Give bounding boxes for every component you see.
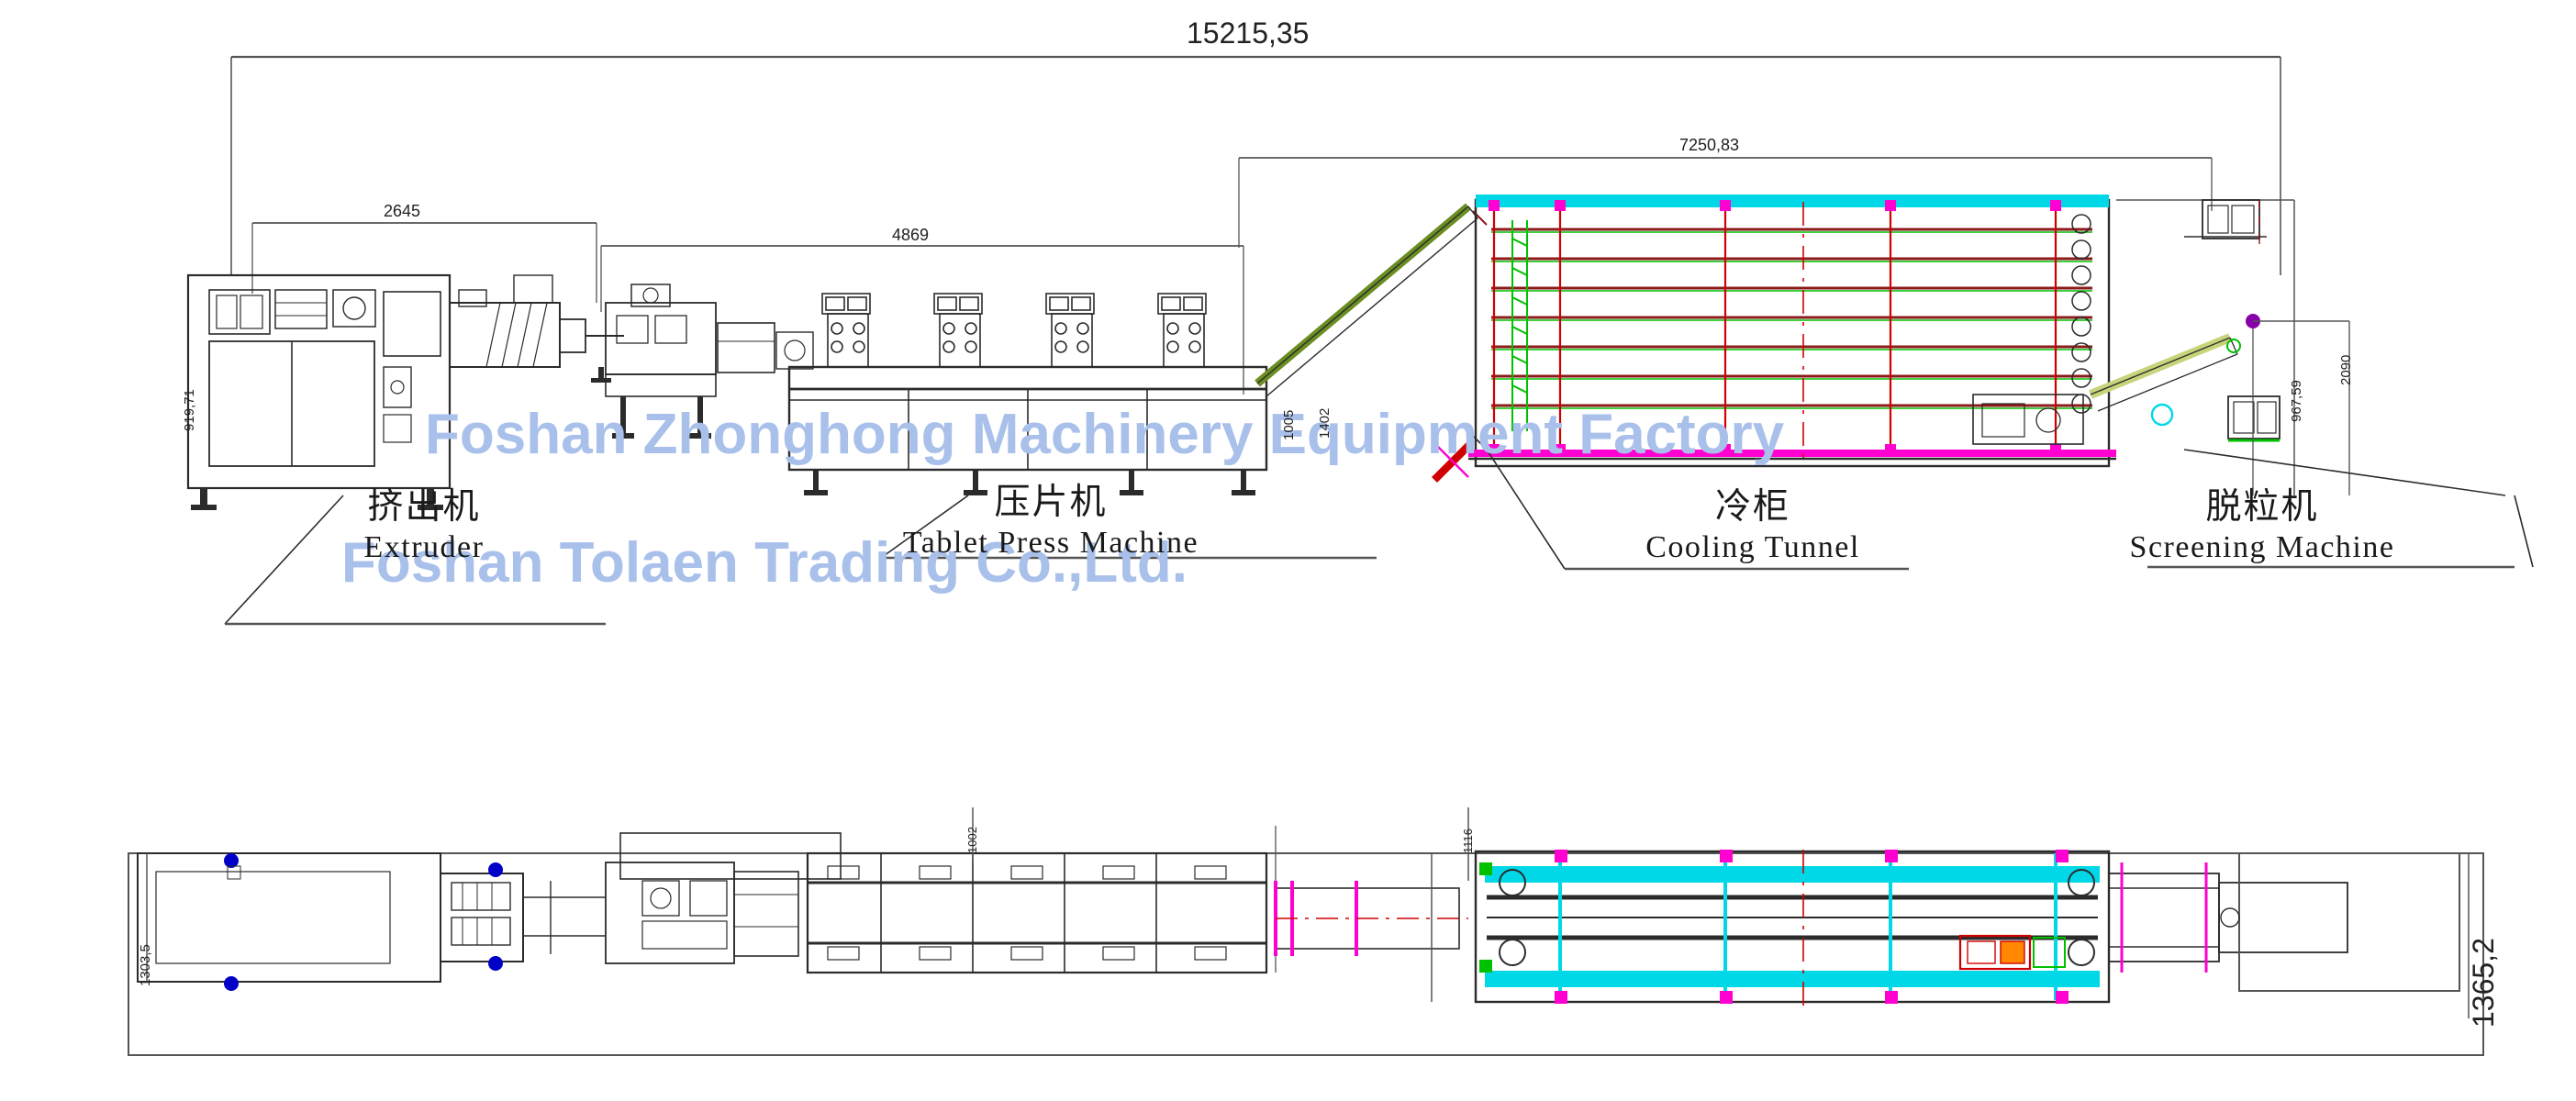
dimension-tablet-press-length: 4869 bbox=[892, 226, 930, 244]
screening-machine-elevation bbox=[2089, 199, 2350, 495]
machine-label-screening-machine-en: Screening Machine bbox=[2129, 530, 2395, 564]
extruder-dimension-line bbox=[251, 222, 597, 303]
extruder-elevation bbox=[186, 273, 624, 510]
machine-label-extruder: 挤出机 Extruder bbox=[296, 486, 552, 567]
dimension-extruder-height: 919,71 bbox=[182, 389, 197, 431]
dimension-plan-height-a: 1002 bbox=[965, 827, 979, 853]
dimension-extruder-length: 2645 bbox=[384, 202, 421, 220]
plan-cooling-tunnel bbox=[1474, 850, 2111, 1006]
plan-extruder bbox=[137, 852, 606, 991]
plan-view-outer-frame bbox=[128, 852, 2484, 1056]
cooling-tunnel-dimension-line bbox=[1238, 157, 2213, 248]
machine-label-extruder-cn: 挤出机 bbox=[367, 487, 481, 527]
cooling-tunnel-elevation bbox=[1468, 195, 2116, 468]
machine-label-cooling-tunnel-cn: 冷柜 bbox=[1714, 487, 1790, 527]
dimension-plan-right-width: 1365,2 bbox=[2467, 938, 2500, 1028]
cooling-tunnel-leader bbox=[1431, 430, 1909, 571]
machine-label-cooling-tunnel-en: Cooling Tunnel bbox=[1645, 530, 1860, 564]
plan-screening-machine bbox=[2108, 852, 2460, 992]
machine-label-tablet-press: 压片机 Tablet Press Machine bbox=[812, 482, 1289, 562]
overall-dimension-line bbox=[230, 55, 2281, 275]
plan-tablet-press bbox=[605, 826, 1277, 974]
dimension-plan-left-width: 1303,5 bbox=[138, 944, 153, 986]
dimension-overall-length: 15215,35 bbox=[1187, 17, 1310, 50]
dimension-screening-width: 2090 bbox=[2338, 354, 2354, 385]
tablet-press-dimension-line bbox=[600, 245, 1244, 395]
machine-label-cooling-tunnel: 冷柜 Cooling Tunnel bbox=[1560, 486, 1946, 567]
dimension-press-height-b: 1005 bbox=[1281, 409, 1297, 440]
dimension-plan-height-b: 1116 bbox=[1461, 829, 1475, 853]
machine-label-tablet-press-cn: 压片机 bbox=[994, 483, 1108, 522]
machine-label-screening-machine: 脱粒机 Screening Machine bbox=[2056, 486, 2469, 567]
machine-leader-lines bbox=[224, 449, 2534, 626]
plan-dimension-lines bbox=[146, 807, 2470, 1018]
machine-label-extruder-en: Extruder bbox=[363, 530, 485, 564]
dimension-screening-height: 967,59 bbox=[2289, 380, 2304, 422]
dimension-cooling-tunnel-length: 7250,83 bbox=[1679, 136, 1740, 154]
dimension-press-height-a: 1402 bbox=[1317, 407, 1333, 439]
machine-label-screening-machine-cn: 脱粒机 bbox=[2205, 487, 2319, 527]
plan-transfer-conveyor bbox=[1274, 881, 1468, 956]
incline-conveyor-left bbox=[1255, 203, 1488, 397]
tablet-press-elevation bbox=[605, 284, 1268, 495]
machine-label-tablet-press-en: Tablet Press Machine bbox=[902, 526, 1199, 560]
